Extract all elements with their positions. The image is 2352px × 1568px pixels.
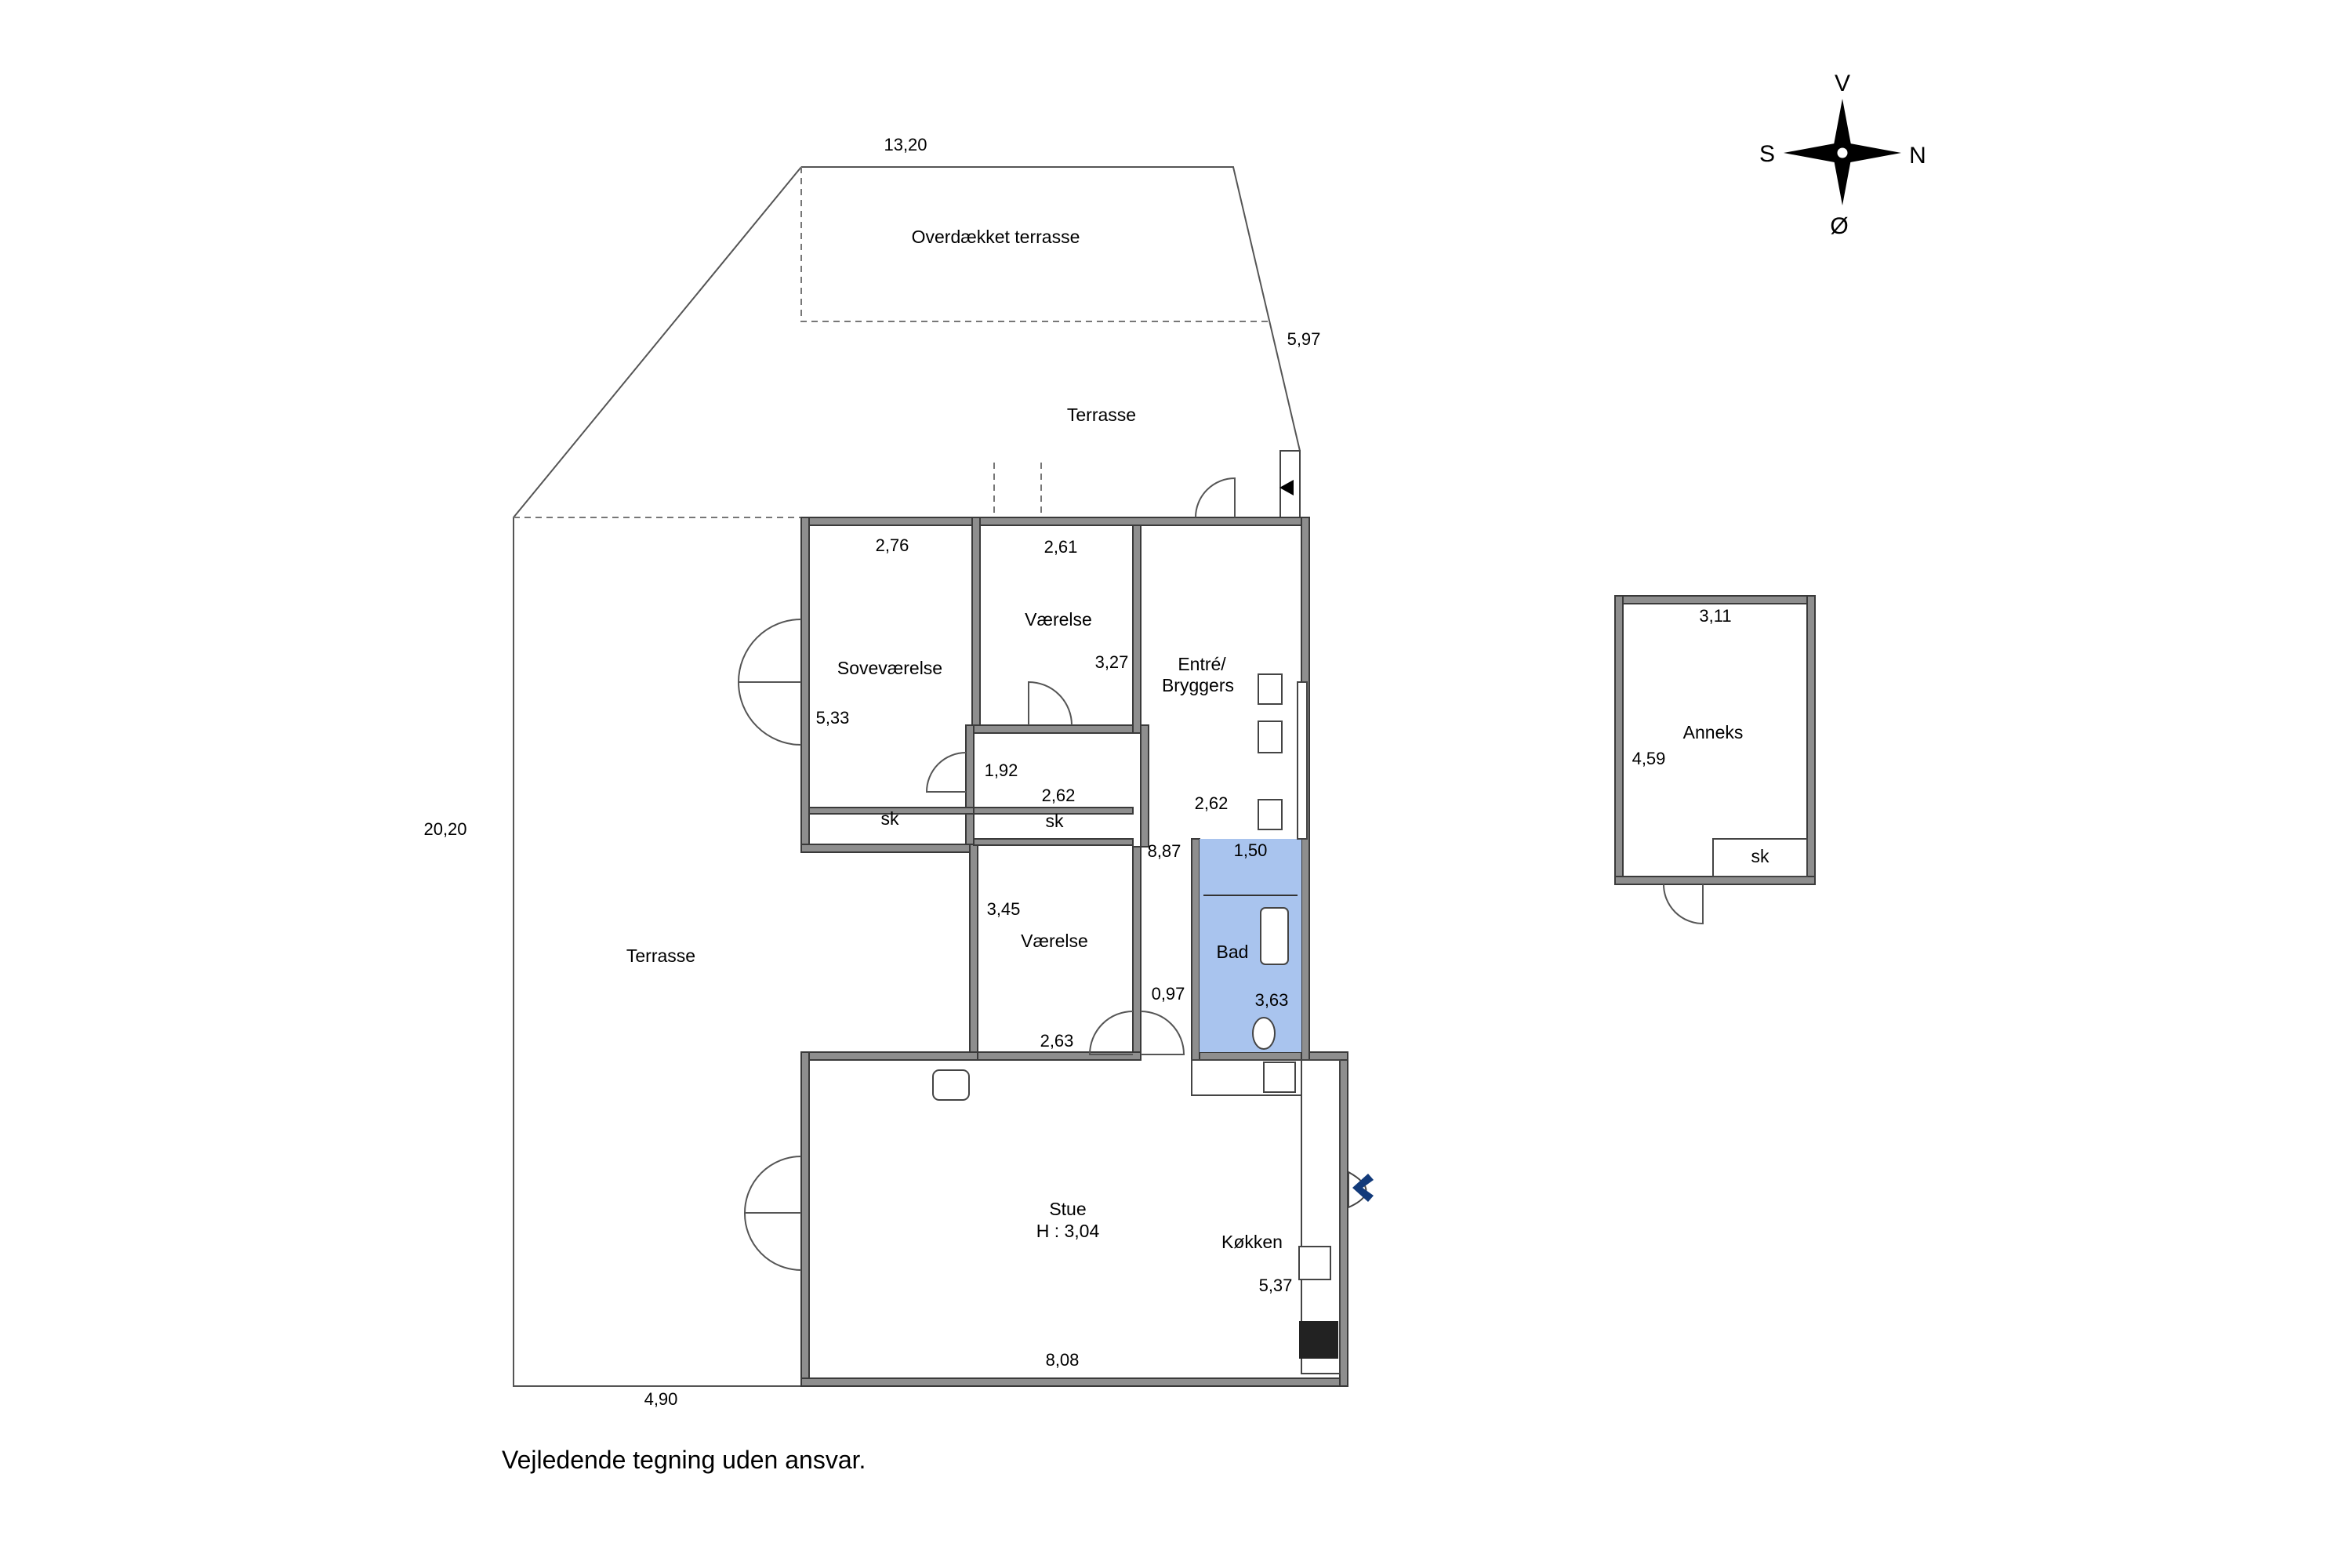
compass-south: S — [1759, 141, 1775, 167]
label-sk-1: sk — [881, 808, 900, 829]
label-terrasse-top: Terrasse — [1067, 405, 1136, 425]
dim-5-33: 5,33 — [816, 708, 850, 728]
compass-labels: V S N Ø — [1759, 71, 1926, 239]
dim-2-62-b: 2,62 — [1195, 793, 1229, 813]
compass-west: V — [1835, 71, 1850, 96]
label-anneks: Anneks — [1683, 722, 1744, 742]
dim-1-50: 1,50 — [1234, 840, 1268, 860]
dim-8-87: 8,87 — [1148, 841, 1181, 861]
dim-3-11: 3,11 — [1699, 606, 1731, 626]
dim-20-20: 20,20 — [423, 819, 466, 839]
room-labels: Overdækket terrasse Terrasse Terrasse So… — [626, 227, 1769, 1252]
label-entre-1: Entré/ — [1178, 654, 1226, 674]
sink-icon — [1260, 907, 1289, 965]
dimension-labels: 13,20 5,97 20,20 4,90 2,76 2,61 3,27 5,3… — [423, 135, 1731, 1409]
appliance-icon — [1298, 1246, 1331, 1280]
compass-arrow-icon — [1842, 143, 1901, 162]
dim-4-90: 4,90 — [644, 1389, 678, 1409]
label-terrasse-left: Terrasse — [626, 946, 695, 966]
dim-4-59: 4,59 — [1632, 749, 1666, 768]
dim-5-97: 5,97 — [1287, 329, 1321, 349]
dim-2-63: 2,63 — [1040, 1031, 1074, 1051]
dim-0-97: 0,97 — [1152, 984, 1185, 1004]
label-sovevaerelse: Soveværelse — [837, 658, 942, 678]
annex-closet — [1712, 838, 1808, 877]
compass-arrow-icon — [1833, 147, 1852, 205]
compass-rose — [1784, 99, 1901, 205]
toilet-icon — [1252, 1017, 1276, 1050]
dim-2-62-a: 2,62 — [1042, 786, 1076, 805]
label-entre-2: Bryggers — [1162, 675, 1234, 695]
dim-13-20: 13,20 — [884, 135, 927, 154]
arrow-icon — [1279, 480, 1294, 495]
cooktop-icon — [1299, 1321, 1338, 1359]
sink-icon — [1263, 1062, 1296, 1093]
label-vaerelse-1: Værelse — [1025, 609, 1092, 630]
appliance-icon — [1258, 673, 1283, 705]
label-kokken: Køkken — [1221, 1232, 1283, 1252]
dim-2-76: 2,76 — [876, 535, 909, 555]
dim-2-61: 2,61 — [1044, 537, 1078, 557]
sink-icon — [1258, 720, 1283, 753]
label-sk-2: sk — [1046, 811, 1065, 831]
dim-3-63: 3,63 — [1255, 990, 1289, 1010]
compass-north: N — [1909, 143, 1926, 169]
label-overdaekket-terrasse: Overdækket terrasse — [912, 227, 1080, 247]
label-vaerelse-2: Værelse — [1021, 931, 1088, 951]
compass-east: Ø — [1830, 213, 1848, 239]
label-stue-height: H : 3,04 — [1036, 1221, 1100, 1241]
label-stue: Stue — [1049, 1199, 1086, 1219]
terrace-outline — [513, 166, 1301, 1387]
doors — [737, 477, 1236, 1271]
annex — [1614, 595, 1816, 925]
label-bad: Bad — [1217, 942, 1249, 962]
compass-arrow-icon — [1833, 99, 1852, 157]
entre-counter — [1297, 681, 1308, 840]
dim-8-08: 8,08 — [1046, 1350, 1080, 1370]
dim-3-27: 3,27 — [1095, 652, 1129, 672]
disclaimer-text: Vejledende tegning uden ansvar. — [502, 1446, 866, 1474]
dim-3-45: 3,45 — [987, 899, 1021, 919]
appliance-icon — [1258, 799, 1283, 830]
dim-5-37: 5,37 — [1259, 1276, 1293, 1295]
stove-icon — [932, 1069, 970, 1101]
dim-1-92: 1,92 — [985, 760, 1018, 780]
entrance-arrow-icon — [1352, 1174, 1374, 1202]
label-sk-3: sk — [1751, 846, 1770, 866]
compass-arrow-icon — [1784, 143, 1842, 162]
